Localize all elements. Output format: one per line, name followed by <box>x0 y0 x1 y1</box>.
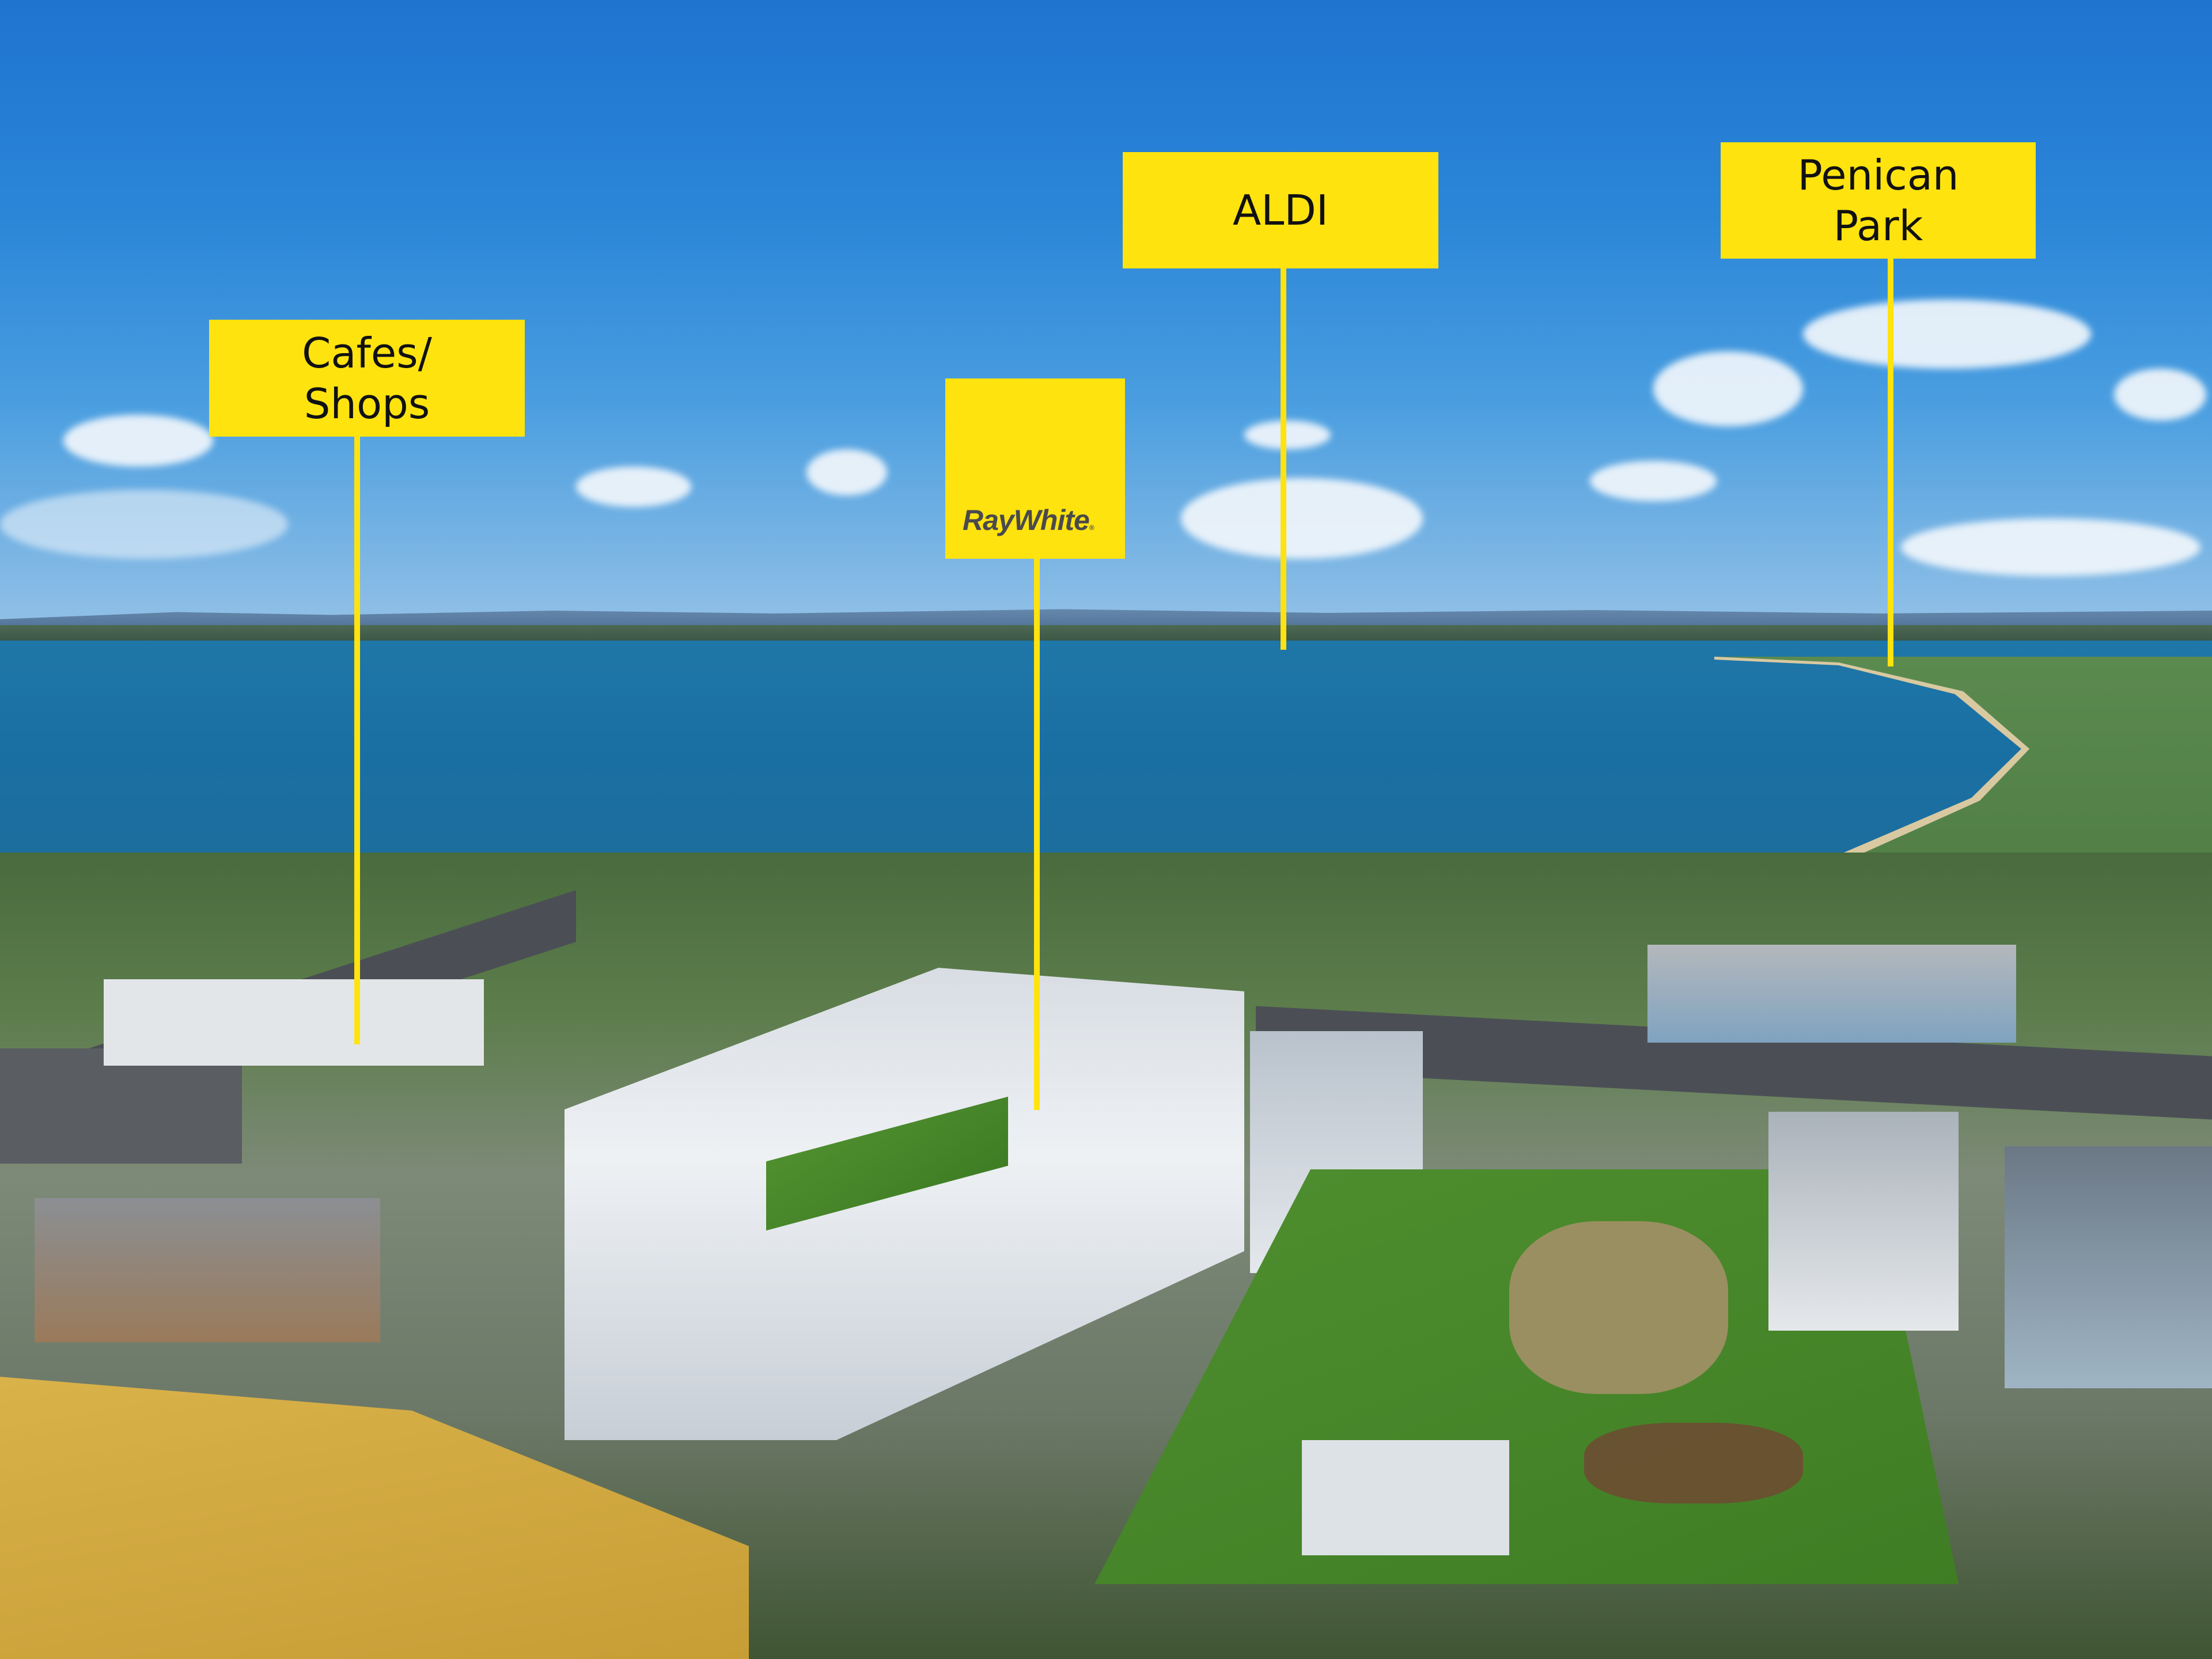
cafes-shops-pointer <box>354 437 360 1044</box>
cloud <box>576 467 691 507</box>
blue-house <box>2005 1146 2212 1388</box>
property-pointer <box>1034 559 1040 1110</box>
shops-roof <box>104 979 484 1066</box>
cloud <box>0 490 288 559</box>
penican-park-pointer <box>1888 259 1893 666</box>
brand-name: RayWhite <box>963 504 1090 536</box>
dirt-patch <box>1509 1221 1728 1394</box>
brand-wordmark: RayWhite® <box>963 503 1094 537</box>
cloud <box>1901 518 2200 576</box>
shed <box>1302 1440 1509 1555</box>
cafes-shops-label: Cafes/ Shops <box>302 328 432 428</box>
aldi-callout: ALDI <box>1123 152 1438 268</box>
far-shoreline <box>0 625 2212 642</box>
cloud <box>2114 369 2206 421</box>
hall-building <box>1647 945 2016 1043</box>
queenslander-house <box>1768 1112 1959 1331</box>
car-park <box>0 1048 242 1164</box>
cafes-shops-callout: Cafes/ Shops <box>209 320 525 437</box>
brick-house <box>35 1198 380 1342</box>
aldi-label: ALDI <box>1232 186 1329 234</box>
penican-park-label: Penican Park <box>1797 151 1959 250</box>
cloud <box>1181 478 1423 559</box>
cloud <box>1653 351 1803 426</box>
registered-mark-icon: ® <box>1089 524 1094 532</box>
cloud <box>806 449 887 495</box>
cloud <box>1803 300 2091 369</box>
penican-park-callout: Penican Park <box>1721 142 2036 259</box>
cloud <box>1590 461 1717 501</box>
cloud <box>1244 421 1331 449</box>
ray-white-logo: RayWhite® <box>945 378 1125 559</box>
dirt-patch <box>1584 1423 1803 1503</box>
cloud <box>63 415 213 467</box>
aldi-pointer <box>1281 268 1286 650</box>
